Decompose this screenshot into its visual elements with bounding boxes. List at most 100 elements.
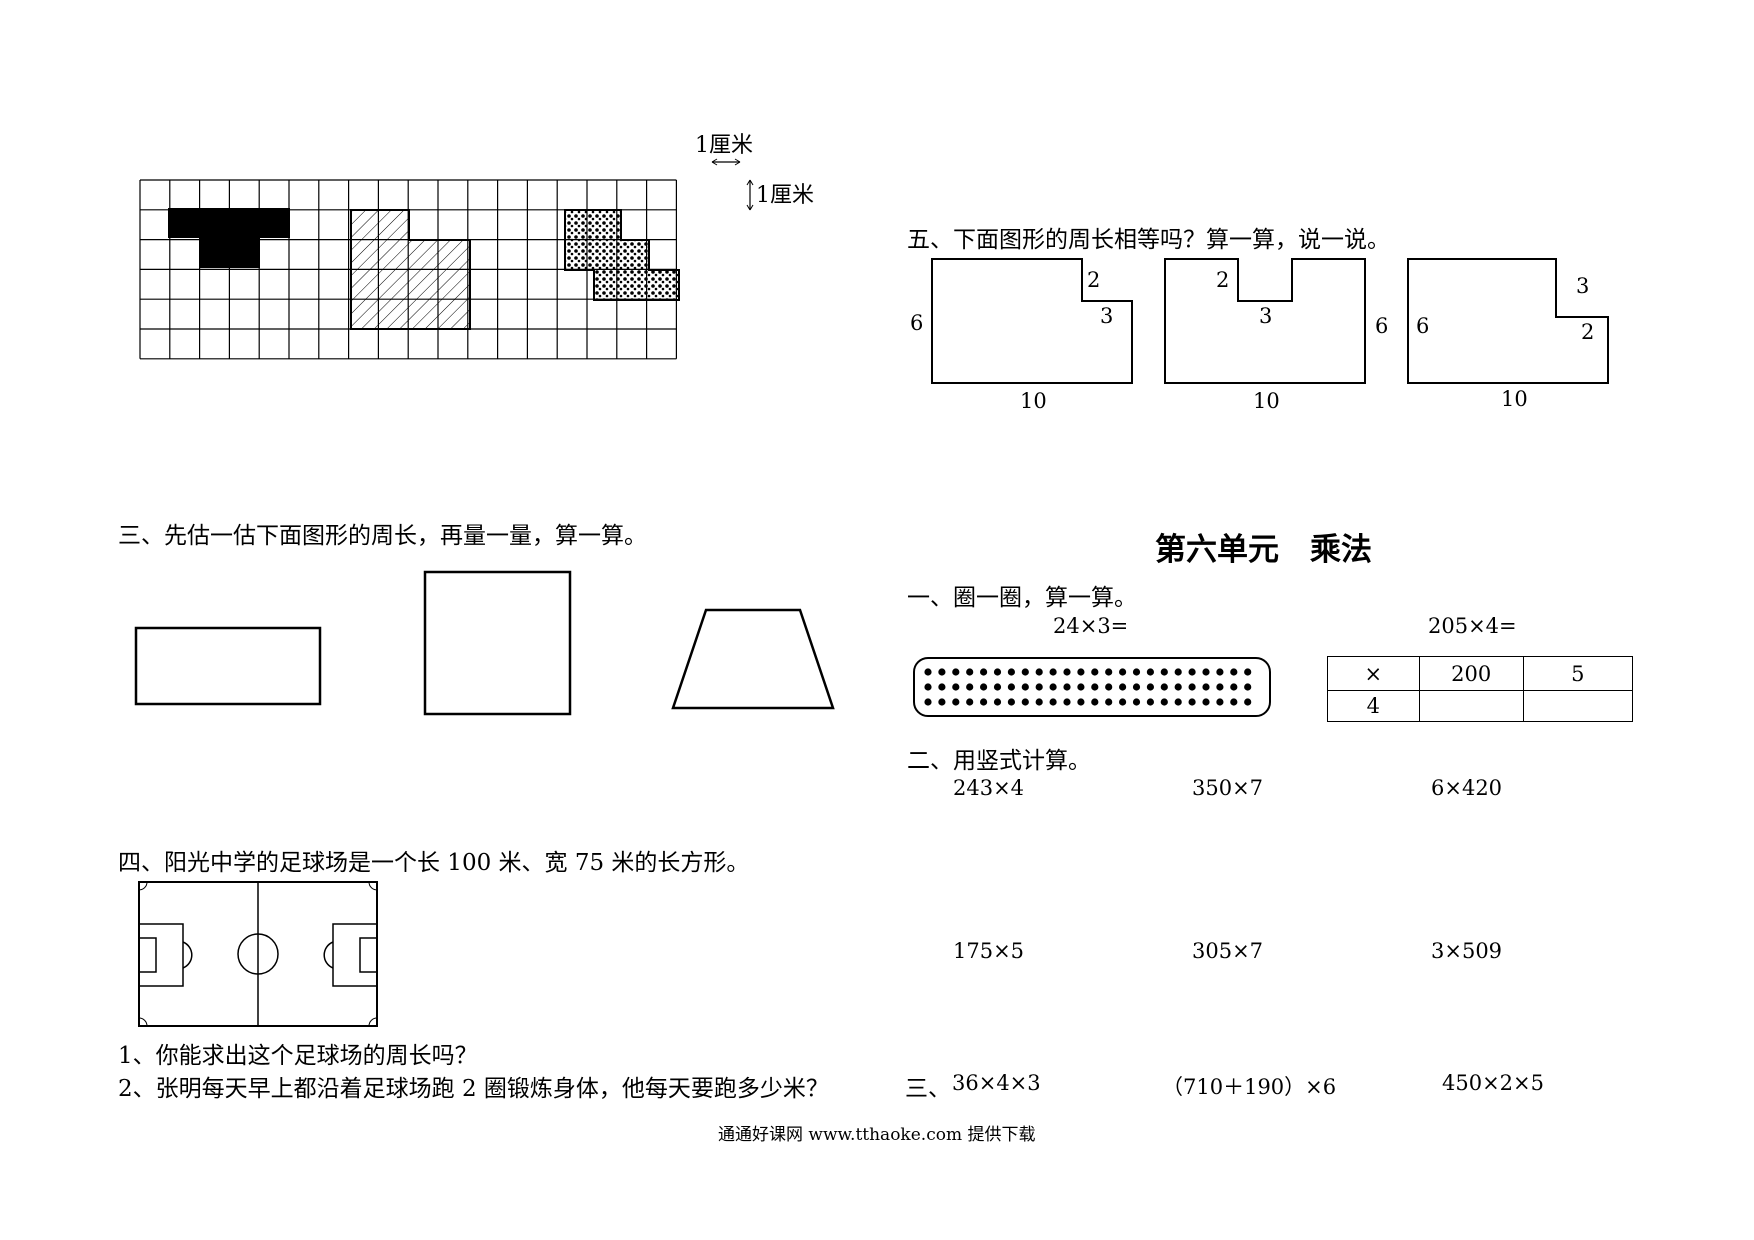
dot [1174, 698, 1182, 706]
figure-b-notch-2: 3 [1259, 304, 1272, 328]
dot [1174, 683, 1182, 691]
table-header-5: 5 [1522, 656, 1634, 691]
dot [1160, 683, 1168, 691]
dot [1091, 683, 1099, 691]
table-header-200: 200 [1418, 656, 1524, 691]
section4-heading: 四、阳光中学的足球场是一个长 100 米、宽 75 米的长方形。 [118, 850, 750, 876]
dot [1132, 698, 1141, 706]
dot [1188, 683, 1196, 691]
figure-a-notch-2: 3 [1100, 304, 1113, 328]
dot [1146, 668, 1154, 676]
dot [1188, 698, 1196, 706]
figure-a-bottom: 10 [1020, 389, 1047, 413]
dot [1105, 698, 1113, 706]
dot [1230, 683, 1238, 691]
estimate-shapes [134, 570, 835, 716]
dot [1007, 683, 1015, 691]
dot [924, 668, 932, 676]
dot [1077, 683, 1085, 691]
dot [993, 698, 1002, 706]
expr-710-190x6: （710＋190）×6 [1162, 1075, 1337, 1099]
dot [1244, 683, 1252, 691]
figure-b-right: 6 [1375, 314, 1388, 338]
dot [1146, 698, 1154, 706]
dot [993, 668, 1002, 676]
dot [1021, 683, 1029, 691]
dot [1091, 668, 1099, 676]
figure-b [1164, 258, 1366, 384]
expr-36x4x3: 36×4×3 [952, 1071, 1041, 1095]
dot [952, 683, 960, 691]
figure-c-bottom: 10 [1501, 387, 1528, 411]
multiplication-table: × 200 5 4 [1327, 656, 1634, 722]
dot [1035, 668, 1043, 676]
dot-array [913, 657, 1271, 717]
footer-credit: 通通好课网 www.tthaoke.com 提供下载 [718, 1125, 1036, 1145]
dot [1202, 668, 1210, 676]
figure-c-left: 6 [1416, 314, 1429, 338]
dot [1077, 698, 1085, 706]
calc-3x509: 3×509 [1431, 939, 1503, 963]
dot [924, 698, 932, 706]
dot [938, 698, 946, 706]
figure-b-notch-1: 2 [1216, 268, 1229, 292]
table-cell-empty-2[interactable] [1522, 690, 1634, 722]
dot [1119, 683, 1127, 691]
dot [993, 683, 1002, 691]
square-shape [423, 570, 572, 716]
figure-a-notch-1: 2 [1087, 268, 1100, 292]
dot [1216, 698, 1224, 706]
dot [1049, 668, 1057, 676]
trapezoid-shape [671, 608, 835, 710]
dot [924, 683, 932, 691]
expr-24x3: 24×3= [1053, 614, 1129, 638]
dot [1146, 683, 1154, 691]
speckled-shape [564, 209, 680, 301]
hatched-shape [350, 209, 471, 330]
dot [980, 683, 988, 691]
unit6-part2-heading: 二、用竖式计算。 [907, 748, 1091, 774]
dot [1244, 668, 1252, 676]
dot [966, 668, 974, 676]
dot [938, 683, 946, 691]
dot [1063, 668, 1071, 676]
unit6-part3-prefix: 三、 [905, 1076, 951, 1102]
dot [1160, 698, 1168, 706]
dot [952, 668, 960, 676]
calc-6x420: 6×420 [1431, 776, 1503, 800]
dot [1119, 698, 1127, 706]
section4-question-1: 1、你能求出这个足球场的周长吗？ [118, 1043, 478, 1069]
figure-c [1407, 258, 1609, 384]
calc-350x7: 350×7 [1192, 776, 1264, 800]
calc-243x4: 243×4 [953, 776, 1025, 800]
dot [1007, 668, 1015, 676]
dot [1216, 668, 1224, 676]
table-cell-empty-1[interactable] [1418, 690, 1524, 722]
figure-a-left: 6 [910, 311, 923, 335]
dot [1244, 698, 1252, 706]
calc-175x5: 175×5 [953, 939, 1025, 963]
black-shape [168, 208, 290, 268]
calc-305x7: 305×7 [1192, 939, 1264, 963]
expr-205x4: 205×4= [1428, 614, 1517, 638]
dot [1007, 698, 1015, 706]
expr-450x2x5: 450×2×5 [1442, 1071, 1544, 1095]
dot [938, 668, 946, 676]
unit-label-vertical: 1厘米 [756, 183, 814, 208]
dot [1049, 698, 1057, 706]
soccer-field [138, 881, 378, 1027]
dot [1160, 668, 1168, 676]
dot [980, 668, 988, 676]
dot [1035, 683, 1043, 691]
dot [1202, 683, 1210, 691]
dot [1174, 668, 1182, 676]
table-header-op: × [1327, 656, 1420, 691]
dot [1230, 698, 1238, 706]
dot [1035, 698, 1043, 706]
dots [924, 668, 1252, 706]
section3-heading: 三、先估一估下面图形的周长，再量一量，算一算。 [118, 523, 647, 549]
dot [1132, 668, 1141, 676]
dot [1063, 683, 1071, 691]
dot [966, 698, 974, 706]
table-row-4: 4 [1327, 690, 1420, 722]
